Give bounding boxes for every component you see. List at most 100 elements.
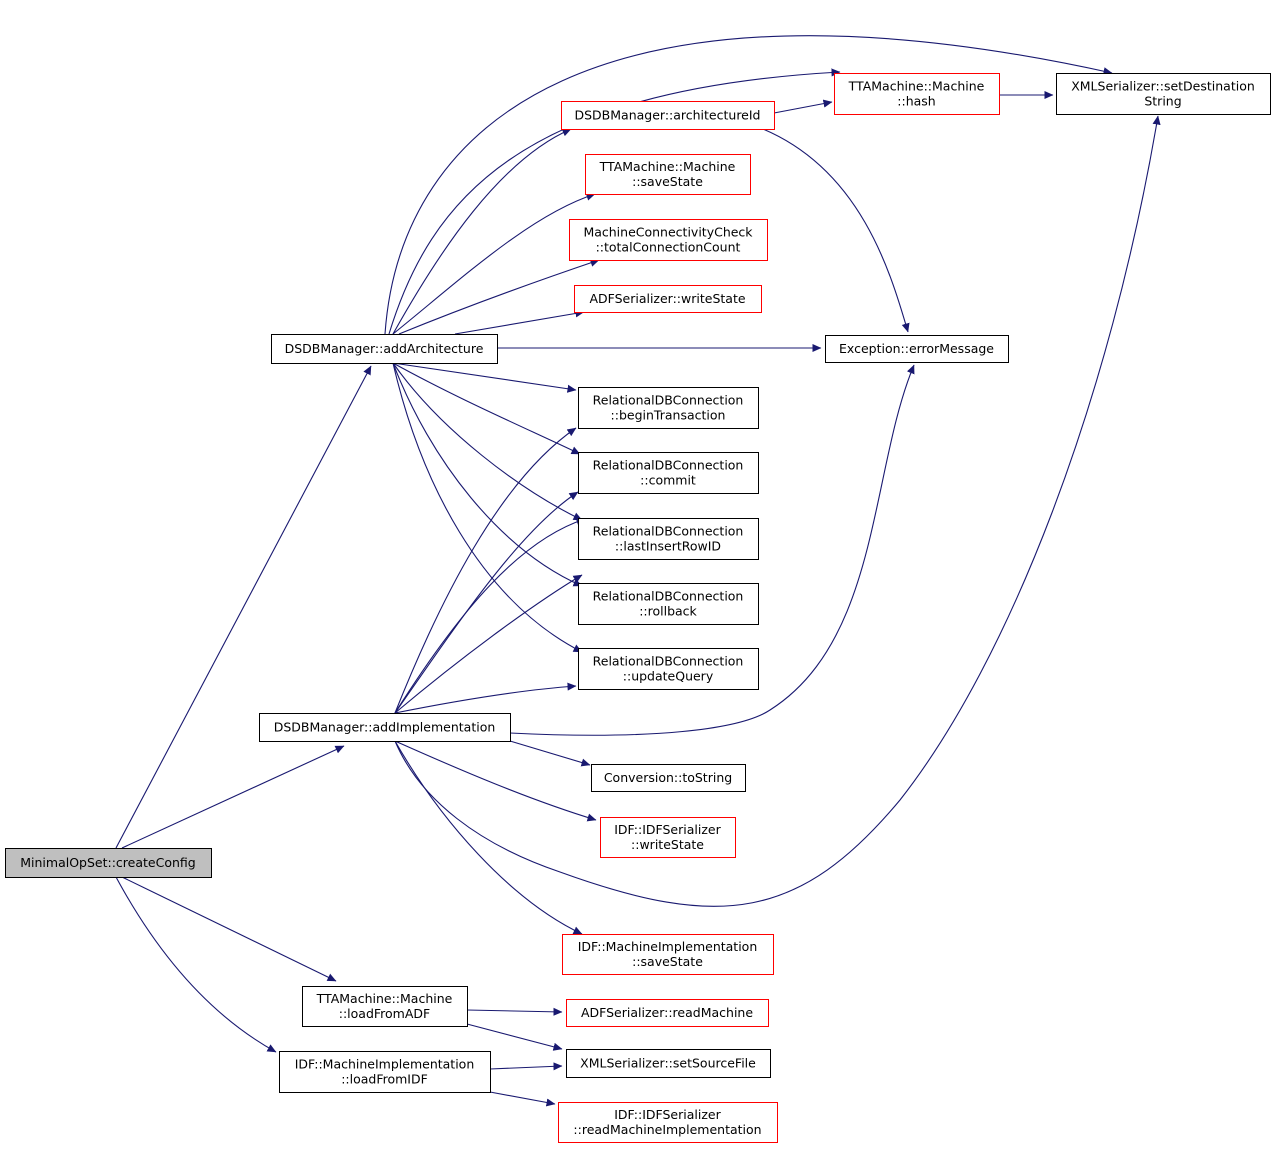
edges-layer <box>115 35 1161 1107</box>
node-box <box>600 817 736 858</box>
node-total-connection-count[interactable]: MachineConnectivityCheck::totalConnectio… <box>569 219 768 261</box>
node-label: ::loadFromIDF <box>341 1072 428 1087</box>
node-box <box>574 285 762 313</box>
node-label: IDF::MachineImplementation <box>578 939 758 954</box>
node-error-message[interactable]: Exception::errorMessage <box>825 335 1009 363</box>
node-box <box>1056 73 1271 115</box>
edge-createConfig-to-addArchitecture <box>115 365 372 849</box>
node-box <box>279 1051 491 1093</box>
edge-loadFromIDF-to-readMachineImplementation <box>489 1091 556 1107</box>
edge-addArchitecture-to-architectureId <box>392 128 572 335</box>
node-label: ::lastInsertRowID <box>615 539 721 554</box>
node-label: ::hash <box>897 94 935 109</box>
node-label: XMLSerializer::setSourceFile <box>580 1056 756 1071</box>
node-label: Conversion::toString <box>604 770 732 785</box>
node-box <box>271 334 498 364</box>
edge-addArchitecture-to-totalConnectionCount <box>398 258 600 335</box>
node-add-architecture[interactable]: DSDBManager::addArchitecture <box>271 334 498 364</box>
edge-addImplementation-to-updateQuery <box>394 682 577 714</box>
node-label: TTAMachine::Machine <box>848 79 985 94</box>
node-label: IDF::IDFSerializer <box>614 822 721 837</box>
nodes-layer: MinimalOpSet::createConfig DSDBManager::a… <box>5 73 1271 1143</box>
node-label: ::saveState <box>632 954 703 969</box>
node-box <box>834 73 1000 115</box>
node-label: ::updateQuery <box>623 669 714 684</box>
edge-createConfig-to-loadFromIDF <box>115 876 277 1053</box>
node-label: RelationalDBConnection <box>593 589 744 604</box>
node-box <box>558 1102 778 1143</box>
edge-addImplementation-to-commit <box>394 491 579 714</box>
edge-addArchitecture-to-updateQuery <box>392 362 583 653</box>
node-hash[interactable]: TTAMachine::Machine::hash <box>834 73 1000 115</box>
node-read-machine[interactable]: ADFSerializer::readMachine <box>566 999 769 1027</box>
node-box <box>566 1049 771 1078</box>
node-commit[interactable]: RelationalDBConnection::commit <box>578 452 759 494</box>
node-load-from-idf[interactable]: IDF::MachineImplementation::loadFromIDF <box>279 1051 491 1093</box>
node-box <box>562 934 774 975</box>
node-box <box>561 101 775 130</box>
node-begin-transaction[interactable]: RelationalDBConnection::beginTransaction <box>578 387 759 429</box>
node-to-string[interactable]: Conversion::toString <box>591 764 746 792</box>
node-label: TTAMachine::Machine <box>599 159 736 174</box>
node-label: IDF::MachineImplementation <box>295 1057 475 1072</box>
edge-createConfig-to-addImplementation <box>121 745 345 849</box>
node-label: ::commit <box>640 473 696 488</box>
node-box <box>569 219 768 261</box>
node-box <box>585 154 751 195</box>
edge-addImplementation-to-lastInsertRowID <box>394 517 586 714</box>
node-rollback[interactable]: RelationalDBConnection::rollback <box>578 583 759 625</box>
node-label: ::readMachineImplementation <box>573 1122 761 1137</box>
edge-addArchitecture-to-beginTransaction <box>392 362 577 393</box>
edge-loadFromIDF-to-setSourceFile <box>489 1062 563 1071</box>
node-label: ::beginTransaction <box>611 408 726 423</box>
edge-addImplementation-to-rollback <box>394 574 583 714</box>
node-label: DSDBManager::architectureId <box>574 108 760 123</box>
node-update-query[interactable]: RelationalDBConnection::updateQuery <box>578 648 759 690</box>
node-last-insert-row-id[interactable]: RelationalDBConnection::lastInsertRowID <box>578 518 759 560</box>
node-box <box>302 986 468 1027</box>
node-label: ::rollback <box>639 604 697 619</box>
node-add-implementation[interactable]: DSDBManager::addImplementation <box>259 713 511 742</box>
node-label: DSDBManager::addArchitecture <box>285 341 484 356</box>
edge-architectureId-to-errorMessage <box>762 128 910 333</box>
node-box <box>5 848 212 878</box>
edge-addArchitecture-to-adfWriteState <box>454 309 585 335</box>
edge-addImplementation-to-miSaveState <box>394 740 583 935</box>
node-architecture-id[interactable]: DSDBManager::architectureId <box>561 101 775 130</box>
edge-loadFromADF-to-readMachine <box>466 1007 563 1016</box>
edge-architectureId-to-hash <box>773 99 833 114</box>
node-label: DSDBManager::addImplementation <box>274 720 496 735</box>
node-adf-write-state[interactable]: ADFSerializer::writeState <box>574 285 762 313</box>
node-label: RelationalDBConnection <box>593 393 744 408</box>
node-label: ::writeState <box>631 837 704 852</box>
node-read-machine-implementation[interactable]: IDF::IDFSerializer::readMachineImplement… <box>558 1102 778 1143</box>
node-create-config[interactable]: MinimalOpSet::createConfig <box>5 848 212 878</box>
node-box <box>578 387 759 429</box>
edge-addImplementation-to-idfWriteState <box>394 740 597 822</box>
edge-loadFromADF-to-setSourceFile <box>466 1023 563 1051</box>
node-label: ADFSerializer::writeState <box>589 291 745 306</box>
node-label: IDF::IDFSerializer <box>614 1107 721 1122</box>
node-save-state-machine[interactable]: TTAMachine::Machine::saveState <box>585 154 751 195</box>
node-label: RelationalDBConnection <box>593 458 744 473</box>
node-label: MachineConnectivityCheck <box>583 225 753 240</box>
node-label: String <box>1144 94 1181 109</box>
node-idf-write-state[interactable]: IDF::IDFSerializer::writeState <box>600 817 736 858</box>
edge-addArchitecture-to-hash <box>388 68 841 335</box>
node-box <box>578 452 759 494</box>
node-box <box>259 713 511 742</box>
node-box <box>825 335 1009 363</box>
edge-addArchitecture-to-commit <box>392 362 581 455</box>
node-label: RelationalDBConnection <box>593 654 744 669</box>
edge-addArchitecture-to-saveStateMachine <box>392 192 596 335</box>
node-box <box>578 583 759 625</box>
node-set-source-file[interactable]: XMLSerializer::setSourceFile <box>566 1049 771 1078</box>
node-label: XMLSerializer::setDestination <box>1071 79 1255 94</box>
node-mi-save-state[interactable]: IDF::MachineImplementation::saveState <box>562 934 774 975</box>
node-label: ADFSerializer::readMachine <box>581 1005 753 1020</box>
node-label: RelationalDBConnection <box>593 524 744 539</box>
node-box <box>578 648 759 690</box>
node-load-from-adf[interactable]: TTAMachine::Machine::loadFromADF <box>302 986 468 1027</box>
